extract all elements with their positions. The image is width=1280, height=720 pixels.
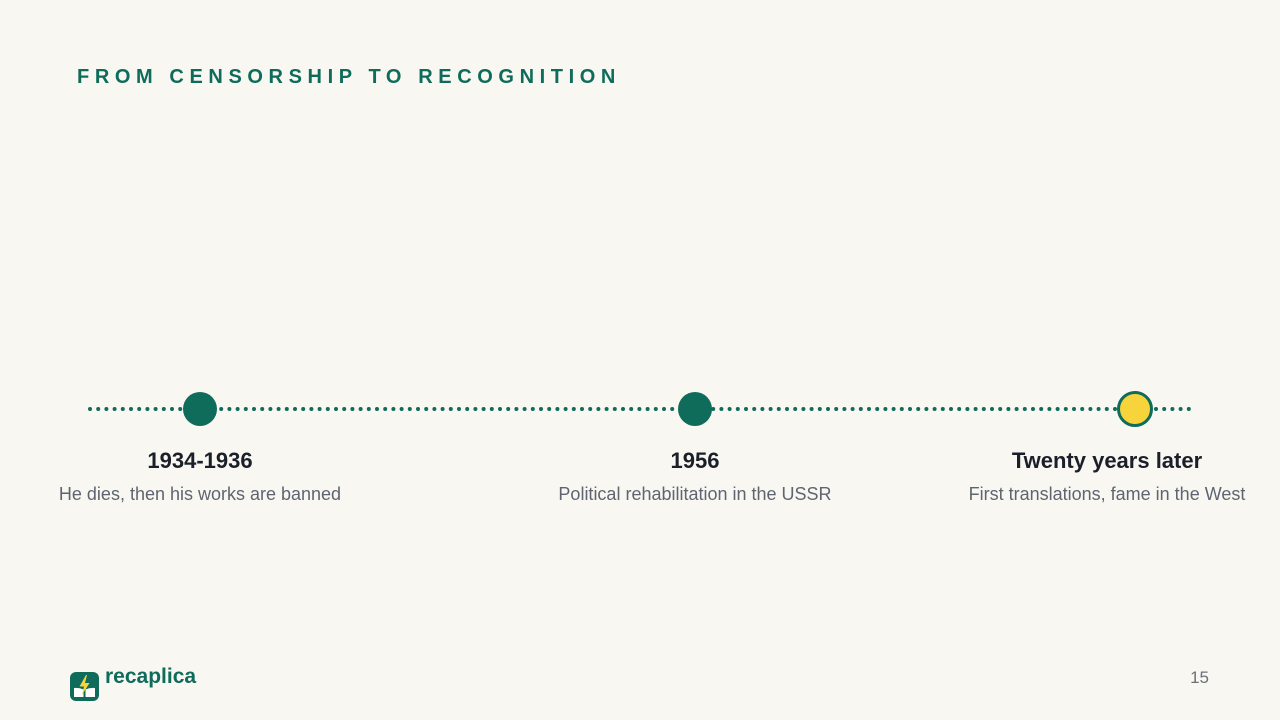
event-date: 1934-1936 (147, 448, 253, 473)
slide-title: FROM CENSORSHIP TO RECOGNITION (77, 66, 621, 88)
event-description: Political rehabilitation in the USSR (558, 484, 832, 504)
timeline-marker-1934 (183, 392, 217, 426)
timeline-event-1956: 1956 Political rehabilitation in the USS… (515, 446, 875, 507)
event-date: Twenty years later (1011, 448, 1203, 473)
timeline-event-1934: 1934-1936 He dies, then his works are ba… (20, 446, 380, 507)
book-lightning-icon (70, 671, 99, 701)
timeline-event-later: Twenty years later First translations, f… (927, 446, 1280, 507)
event-description: He dies, then his works are banned (58, 484, 342, 504)
brand-logo: recaplica (70, 665, 197, 701)
timeline-marker-1956 (678, 392, 712, 426)
event-date: 1956 (670, 448, 720, 473)
event-description: First translations, fame in the West (968, 484, 1246, 504)
timeline (88, 391, 1194, 427)
brand-name: recaplica (105, 665, 197, 688)
page-number: 15 (1190, 668, 1209, 687)
timeline-marker-later (1117, 391, 1153, 427)
